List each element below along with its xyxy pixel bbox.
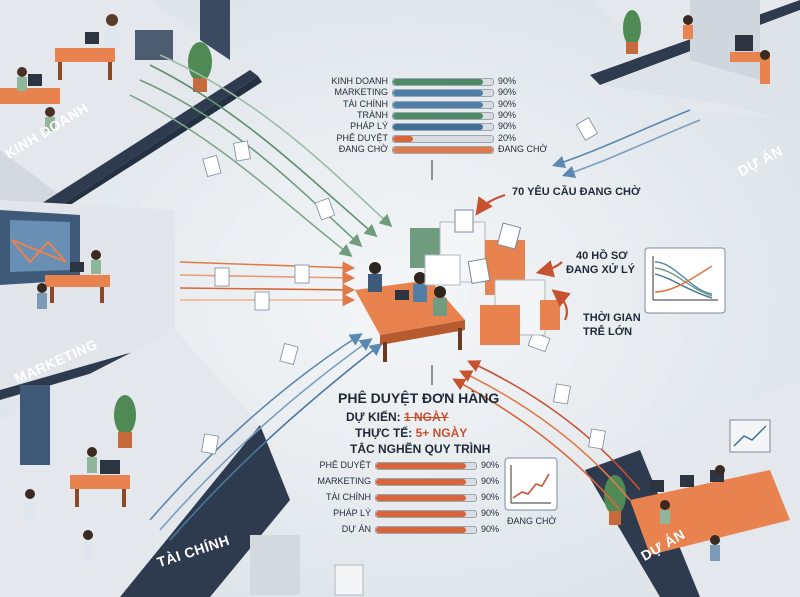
project-top-flow-arrows (551, 109, 701, 179)
finance-office (0, 330, 364, 597)
progress-bar (392, 111, 494, 120)
expected-value: 1 NGÀY (403, 410, 449, 424)
status-row-value: ĐANG CHỜ (498, 143, 548, 154)
status-row-value: 90% (498, 121, 517, 132)
status-row: PHÁP LÝ 90% (313, 508, 513, 518)
status-row-label: ĐANG CHỜ (338, 143, 388, 154)
status-row-value: 90% (481, 492, 500, 502)
processing-callout-line1: 40 HỒ SƠ (576, 250, 628, 262)
status-row-value: 90% (481, 524, 500, 534)
status-row-label: PHÁP LÝ (333, 508, 371, 518)
status-row-label: MARKETING (317, 476, 371, 486)
finance-flow-arrows (149, 333, 383, 541)
status-row-label: TÀI CHÍNH (343, 98, 388, 109)
status-row: ĐANG CHỜ ĐANG CHỜ (330, 143, 547, 154)
status-row-label: PHÊ DUYỆT (319, 460, 371, 470)
project-office-bottom (585, 380, 800, 597)
actual-value: 5+ NGÀY (415, 426, 468, 440)
status-row-label: KINH DOANH (331, 76, 388, 86)
expected-duration: DỰ KIẾN: 1 NGÀY (346, 410, 449, 424)
progress-bar (375, 462, 477, 470)
sales-flow-arrows (129, 54, 393, 257)
status-row-label: PHÁP LÝ (350, 121, 388, 132)
pending-requests-callout: 70 YÊU CẦU ĐANG CHỜ (512, 186, 641, 198)
progress-bar (392, 78, 494, 86)
progress-bar (392, 100, 494, 109)
status-row: TÀI CHÍNH 90% (330, 99, 540, 109)
progress-bar-fill (376, 527, 466, 533)
progress-bar (392, 89, 494, 98)
progress-bar (375, 478, 477, 486)
bottleneck-label: TẮC NGHẼN QUY TRÌNH (350, 442, 491, 456)
progress-bar-fill (393, 90, 483, 97)
actual-label: THỰC TẾ: (355, 426, 413, 440)
status-row-label: PHÊ DUYỆT (336, 132, 388, 143)
status-row: PHÊ DUYỆT 90% (313, 460, 513, 470)
progress-bar-fill (393, 124, 483, 131)
progress-bar (375, 510, 477, 518)
status-row-value: 90% (498, 87, 517, 98)
progress-bar-fill (393, 135, 413, 142)
status-row: TÀI CHÍNH 90% (313, 492, 513, 502)
progress-bar-fill (376, 511, 466, 517)
status-row-label: DỰ ÁN (341, 524, 371, 534)
status-row-value: 90% (481, 476, 500, 486)
status-row-value: 90% (498, 98, 517, 109)
progress-bar-fill (376, 479, 466, 485)
status-row: TRÀNH 90% (330, 110, 540, 120)
expected-label: DỰ KIẾN: (346, 410, 401, 424)
status-row: PHÁP LÝ 90% (330, 121, 540, 132)
central-approval-desk (355, 209, 560, 362)
progress-bar-fill (376, 495, 466, 501)
approval-title: PHÊ DUYỆT ĐƠN HÀNG (338, 390, 500, 406)
progress-bar (375, 526, 477, 534)
status-row-label: MARKETING (334, 87, 388, 98)
trend-chart-bottom (504, 457, 558, 511)
status-row-value: 90% (481, 460, 500, 470)
actual-duration: THỰC TẾ: 5+ NGÀY (355, 426, 467, 440)
status-row-value: 90% (498, 109, 517, 120)
status-row-label: TÀI CHÍNH (326, 492, 371, 502)
marketing-office (0, 200, 178, 400)
callout-arrows (475, 193, 571, 321)
floating-documents (201, 117, 606, 455)
status-row: DỰ ÁN 90% (313, 524, 513, 534)
trend-chart-right (644, 247, 726, 314)
delay-callout-line2: TRỄ LỚN (583, 326, 633, 338)
status-row: MARKETING 90% (330, 87, 540, 98)
progress-bar (375, 494, 477, 502)
status-row-value: 90% (481, 508, 500, 518)
delay-callout-line1: THỜI GIAN (583, 312, 641, 324)
progress-bar (392, 123, 494, 132)
status-row-value: 20% (498, 132, 517, 143)
bottom-chart-label: ĐANG CHỜ (507, 516, 557, 526)
status-row: KINH DOANH 90% (330, 76, 540, 86)
progress-bar-fill (393, 112, 483, 119)
progress-bar-fill (393, 146, 493, 153)
progress-bar-fill (393, 101, 483, 108)
status-row: PHÊ DUYỆT 20% (330, 133, 540, 143)
progress-bar (392, 134, 494, 143)
progress-bar (392, 145, 494, 154)
project-office-top (590, 0, 800, 125)
project-flow-arrows (452, 360, 641, 511)
status-row-label: TRÀNH (357, 109, 388, 120)
status-row-value: 90% (498, 76, 517, 86)
status-row: MARKETING 90% (313, 476, 513, 486)
processing-callout-line2: ĐANG XỬ LÝ (566, 264, 636, 276)
progress-bar-fill (376, 463, 466, 469)
progress-bar-fill (393, 79, 483, 85)
